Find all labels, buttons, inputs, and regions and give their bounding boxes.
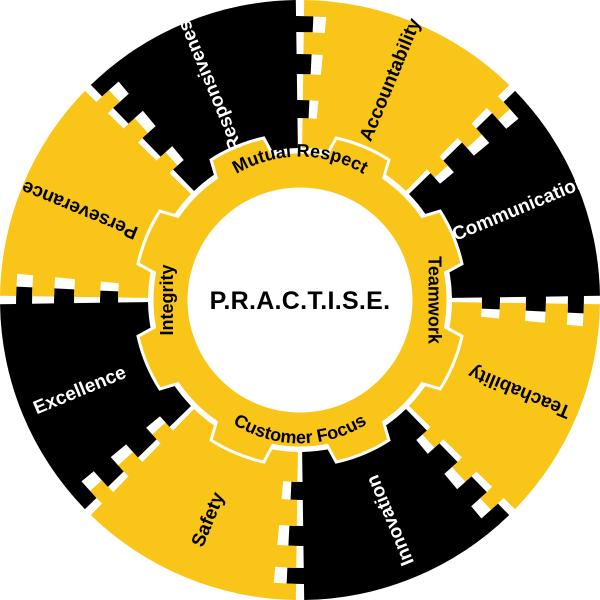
inner-label-integrity: Integrity (157, 264, 177, 335)
center-title: P.R.A.C.T.I.S.E. (210, 287, 391, 315)
inner-label-teamwork: Teamwork (424, 256, 444, 345)
gear-inner-rim (187, 187, 413, 413)
gear-ring (136, 136, 464, 464)
